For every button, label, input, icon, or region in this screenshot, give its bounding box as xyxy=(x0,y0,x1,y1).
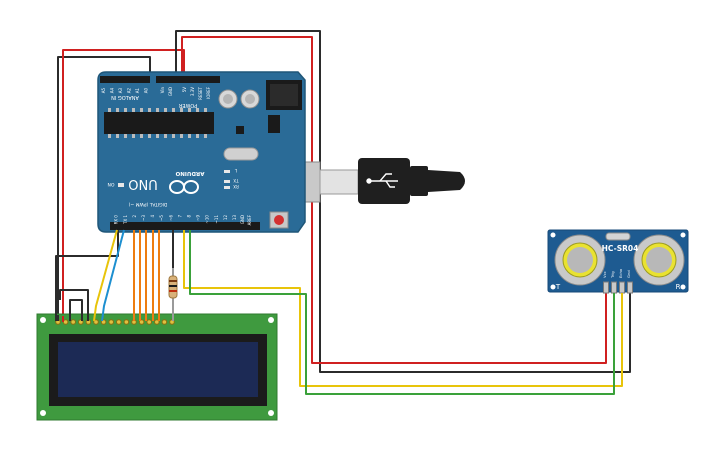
sensor-t-label: T xyxy=(555,283,561,291)
analog-in-label: ANALOG IN xyxy=(111,94,139,100)
gnd-digital-label: GND xyxy=(240,215,245,224)
wire-black-lcd-loop-3 xyxy=(69,299,83,321)
pin-label-reset: RESET xyxy=(198,86,203,99)
sensor-pin[interactable] xyxy=(627,281,633,294)
digital-pin-label: 7 xyxy=(177,215,182,218)
power-header xyxy=(156,76,220,83)
led-l xyxy=(224,170,230,173)
l-label: L xyxy=(234,168,237,173)
lcd-pin[interactable] xyxy=(123,319,130,325)
digital-pin-label: ~6 xyxy=(168,215,173,221)
resistor[interactable] xyxy=(168,268,178,321)
led-on xyxy=(118,183,124,187)
sensor-pin-label: Vcc xyxy=(602,271,607,278)
sensor-r-label: R xyxy=(676,283,681,291)
digital-pin-label: ~3 xyxy=(141,215,146,221)
power-label: POWER xyxy=(178,102,197,108)
atmega-chip xyxy=(104,112,214,134)
digital-pin-label: 13 xyxy=(232,215,237,221)
digital-pin-labels: 13 12 ~11 ~10 ~9 8 7 ~6 ~5 4 ~3 2 TX 1 RX 0 xyxy=(114,215,237,225)
transmitter-icon xyxy=(554,234,606,286)
lcd-pin[interactable] xyxy=(161,319,168,325)
digital-pin-label: ~10 xyxy=(205,215,210,224)
wire-black-lcd-loop-1 xyxy=(55,230,119,321)
digital-pin-label: ~5 xyxy=(159,215,164,221)
digital-pin-label: 2 xyxy=(132,215,137,218)
wire-yellow-echo xyxy=(183,230,623,387)
arduino-brand-label: ARDUINO xyxy=(175,170,204,176)
sensor-pin[interactable] xyxy=(619,281,625,294)
crystal xyxy=(223,147,259,161)
analog-pin-label: A5 xyxy=(101,88,106,94)
pin-label-gnd: GND xyxy=(168,87,173,96)
uno-label: UNO xyxy=(128,176,157,191)
lcd-pin[interactable] xyxy=(154,319,160,325)
receiver-icon xyxy=(633,234,685,286)
pin-label-vin: Vin xyxy=(160,87,165,94)
analog-pin-label: A0 xyxy=(144,88,149,94)
analog-pin-label: A1 xyxy=(135,88,140,94)
led-rx xyxy=(224,186,230,189)
sensor-pin[interactable] xyxy=(611,281,617,294)
analog-pin-label: A4 xyxy=(110,88,115,94)
sensor-pin-label: Trig xyxy=(610,271,615,279)
digital-pin-label: RX 0 xyxy=(114,215,119,225)
sensor-pin-label: Gnd xyxy=(626,270,631,278)
on-label: ON xyxy=(108,181,115,187)
digital-pin-label: 8 xyxy=(187,215,192,218)
wire-black-lcd-loop-2 xyxy=(59,289,89,321)
wires-front xyxy=(55,229,623,395)
pin-label-ioref: IOREF xyxy=(206,86,211,99)
analog-header xyxy=(100,76,150,83)
wire-black-top-left xyxy=(57,56,151,315)
arduino-logo-icon xyxy=(169,180,199,194)
aref-label: AREF xyxy=(247,214,252,225)
wire-blue-e xyxy=(101,229,125,322)
regulator xyxy=(268,115,280,133)
tx-label: TX xyxy=(233,178,239,183)
lcd-screen xyxy=(58,342,258,397)
analog-pin-label: A2 xyxy=(127,88,132,94)
lcd-pin[interactable] xyxy=(108,319,114,325)
digital-label: DIGITAL (PWM ~) xyxy=(128,201,167,207)
sensor-crystal xyxy=(605,232,631,241)
lcd-pin[interactable] xyxy=(70,319,76,325)
lcd-module[interactable] xyxy=(36,313,278,421)
digital-header xyxy=(110,222,260,230)
pin-label-5v: 5V xyxy=(182,87,187,93)
sensor-pin-label: Echo xyxy=(618,268,623,278)
analog-pin-label: A3 xyxy=(118,88,123,94)
sensor-pin[interactable] xyxy=(603,281,609,294)
rx-label: RX xyxy=(233,184,239,189)
wire-yellow-rs xyxy=(93,229,118,322)
digital-pin-label: TX 1 xyxy=(123,215,128,225)
lcd-pin[interactable] xyxy=(146,319,152,325)
digital-pin-label: ~11 xyxy=(214,215,219,224)
wire-green-trig xyxy=(189,230,615,395)
lcd-pin[interactable] xyxy=(116,319,122,325)
power-pin-labels: Vin GND 5V 3.3V RESET IOREF xyxy=(160,86,211,100)
digital-pin-label: 12 xyxy=(223,215,228,221)
pin-label-3v3: 3.3V xyxy=(190,87,195,96)
usb-icon xyxy=(366,173,398,188)
digital-pin-label: 4 xyxy=(150,215,155,218)
sensor-model-label: HC-SR04 xyxy=(602,244,639,253)
wire-red-top-left xyxy=(62,49,185,322)
led-tx xyxy=(224,180,230,183)
digital-pin-label: ~9 xyxy=(196,215,201,221)
